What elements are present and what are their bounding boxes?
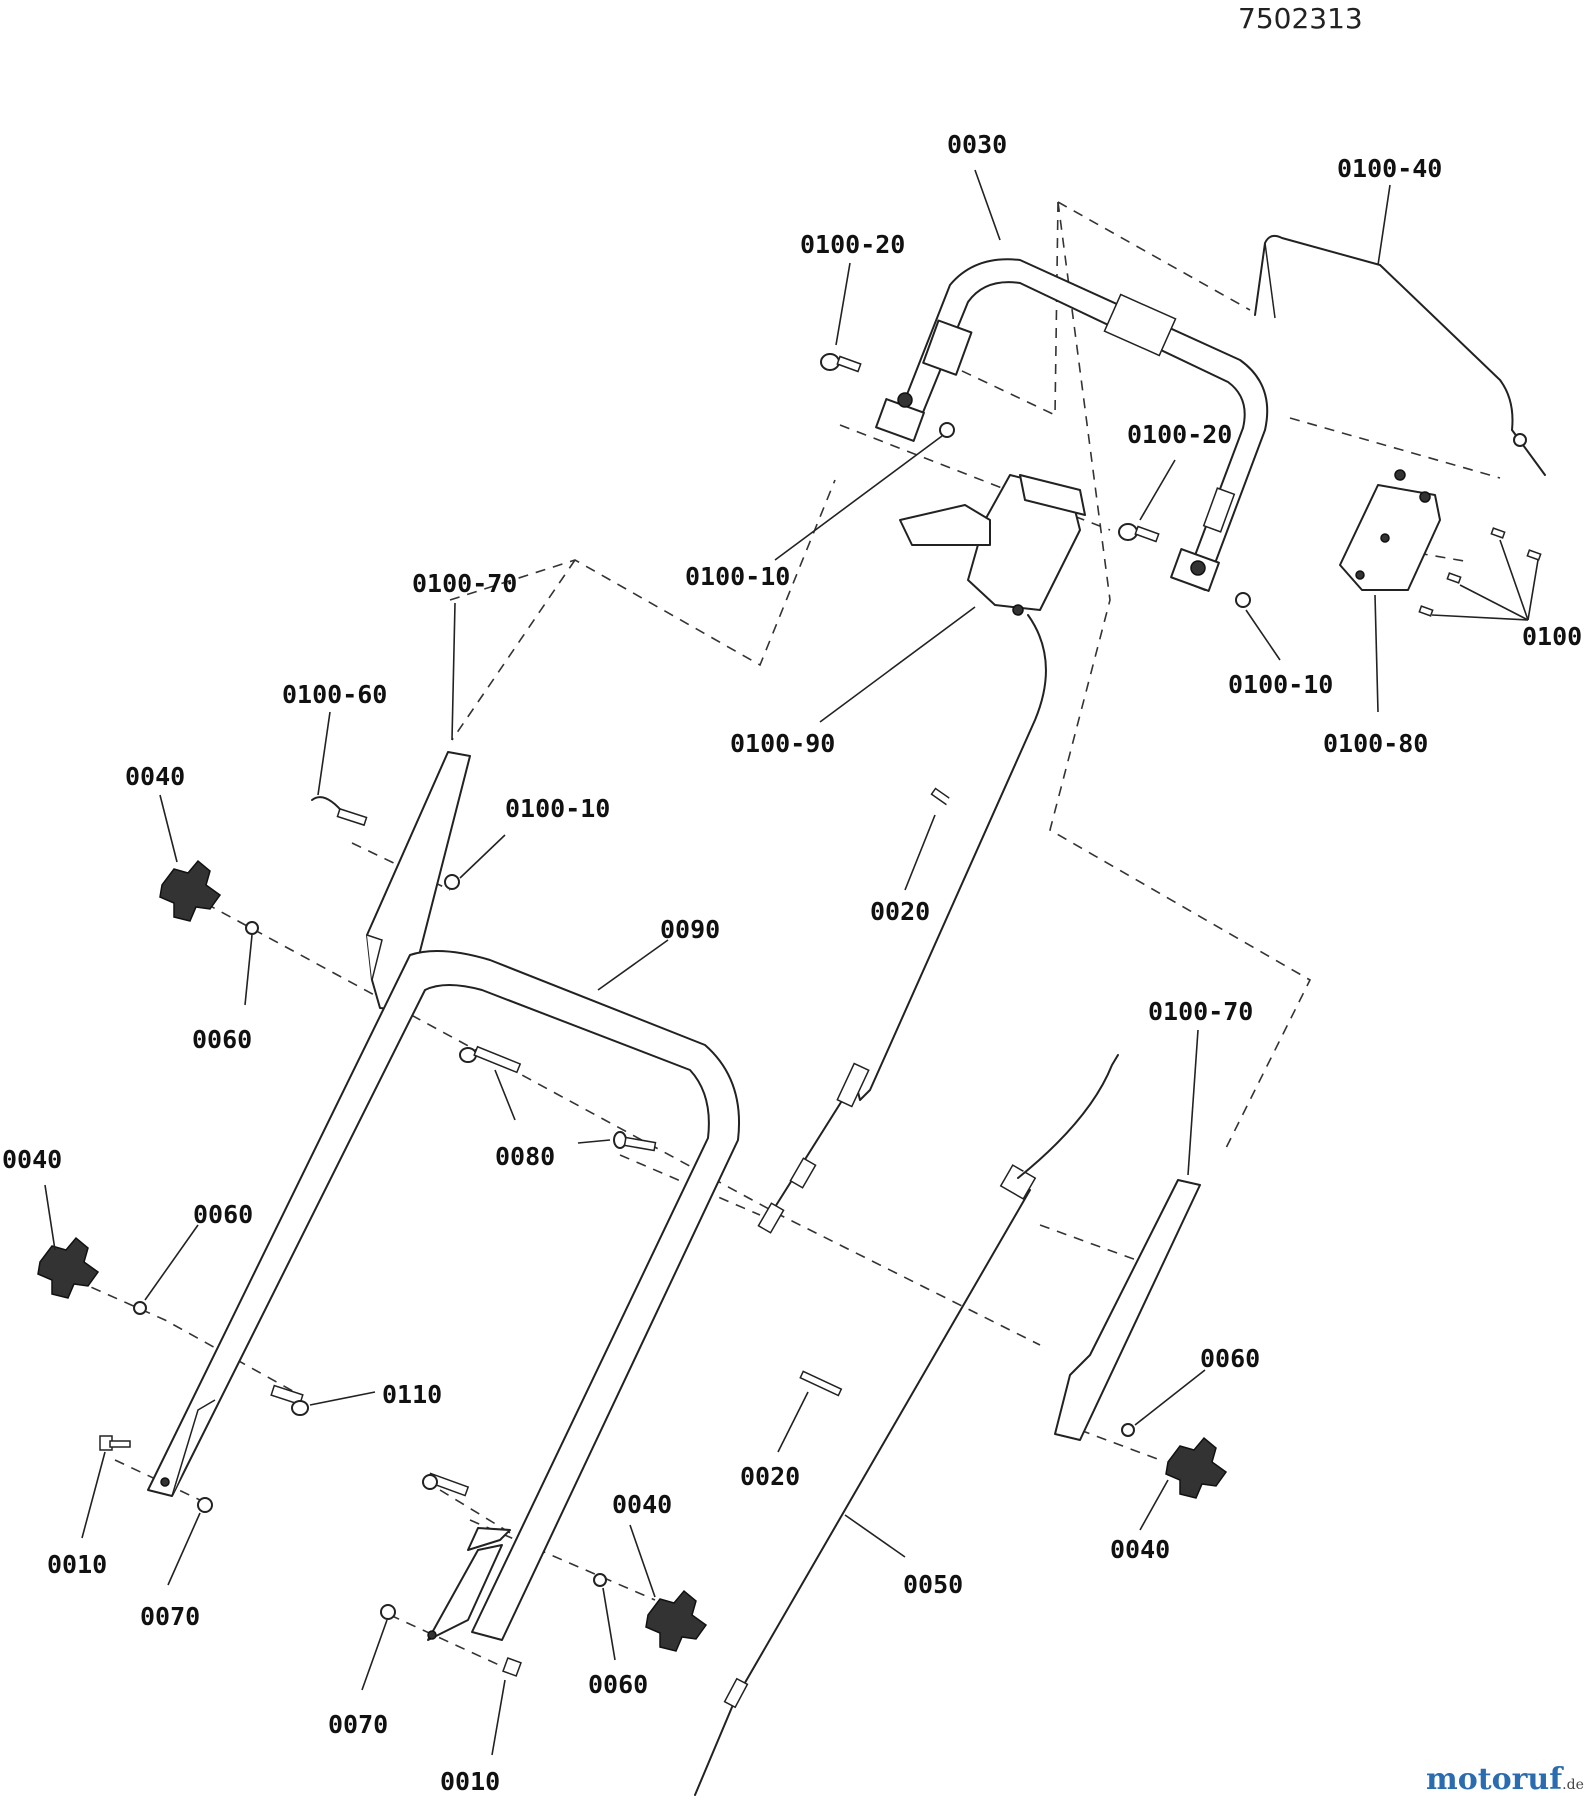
callout-0100-10-right: 0100-10 <box>1228 670 1333 699</box>
assembly-dashed-lines <box>74 201 1501 1671</box>
washers-0060 <box>133 921 1135 1587</box>
bolts-0100-20 <box>820 353 1160 543</box>
callout-0100-60: 0100-60 <box>282 680 387 709</box>
nuts-0100-10 <box>444 422 1251 890</box>
callout-0100-10-top: 0100-10 <box>685 562 790 591</box>
callout-0100-90: 0100-90 <box>730 729 835 758</box>
lower-handle-0090 <box>147 950 740 1641</box>
callout-0020-bottom: 0020 <box>740 1462 800 1491</box>
callout-0030: 0030 <box>947 130 1007 159</box>
callout-0110: 0110 <box>382 1380 442 1409</box>
callout-0100-20-right: 0100-20 <box>1127 420 1232 449</box>
callout-0100-10-left: 0100-10 <box>505 794 610 823</box>
nuts-0070 <box>197 1497 396 1620</box>
callout-0070-left: 0070 <box>140 1602 200 1631</box>
callout-0040-left: 0040 <box>2 1145 62 1174</box>
callout-0040-left-top: 0040 <box>125 762 185 791</box>
watermark-text: motoruf <box>1426 1762 1563 1797</box>
document-number: 7502313 <box>1238 2 1363 35</box>
callout-0060-left: 0060 <box>193 1200 253 1229</box>
callout-0100-70-right: 0100-70 <box>1148 997 1253 1026</box>
callout-0080: 0080 <box>495 1142 555 1171</box>
bolt-center <box>422 1472 470 1497</box>
bolts-0010 <box>99 1435 522 1677</box>
callout-0010-left: 0010 <box>47 1550 107 1579</box>
callout-0050: 0050 <box>903 1570 963 1599</box>
callout-0100-40: 0100-40 <box>1337 154 1442 183</box>
callout-0040-center: 0040 <box>612 1490 672 1519</box>
callout-leaders <box>44 169 1539 1756</box>
callout-0020-top: 0020 <box>870 897 930 926</box>
pin-0100-60 <box>311 796 368 827</box>
screws-0100 <box>1418 527 1542 617</box>
callout-0100-80: 0100-80 <box>1323 729 1428 758</box>
callout-0070-center: 0070 <box>328 1710 388 1739</box>
bolt-0110 <box>270 1384 309 1416</box>
callout-0090: 0090 <box>660 915 720 944</box>
callout-0010-center: 0010 <box>440 1767 500 1796</box>
callout-0060-left-top: 0060 <box>192 1025 252 1054</box>
drive-cable-0050 <box>694 1054 1119 1796</box>
switch-cable <box>757 614 1047 1234</box>
handle-brackets-0100-70 <box>366 751 1201 1441</box>
callout-0100-70-left: 0100-70 <box>412 569 517 598</box>
cover-plate-0100-80 <box>1339 469 1441 591</box>
callout-0040-right: 0040 <box>1110 1535 1170 1564</box>
bail-lever-0100-40 <box>1254 234 1546 476</box>
watermark-suffix: .de <box>1562 1777 1584 1793</box>
upper-handle-bar-0030 <box>875 258 1269 592</box>
star-knobs-0040 <box>37 859 1228 1652</box>
callout-labels: 0030 0100-40 0100-20 0100-20 0100-10 010… <box>2 130 1582 1796</box>
switch-box-0100-90 <box>899 474 1086 616</box>
callout-0100-20-left: 0100-20 <box>800 230 905 259</box>
carriage-bolt-0080 <box>459 1045 657 1152</box>
callout-0100: 0100 <box>1522 622 1582 651</box>
callout-0060-center: 0060 <box>588 1670 648 1699</box>
watermark-logo: motoruf.de <box>1426 1762 1584 1797</box>
callout-0060-right: 0060 <box>1200 1344 1260 1373</box>
